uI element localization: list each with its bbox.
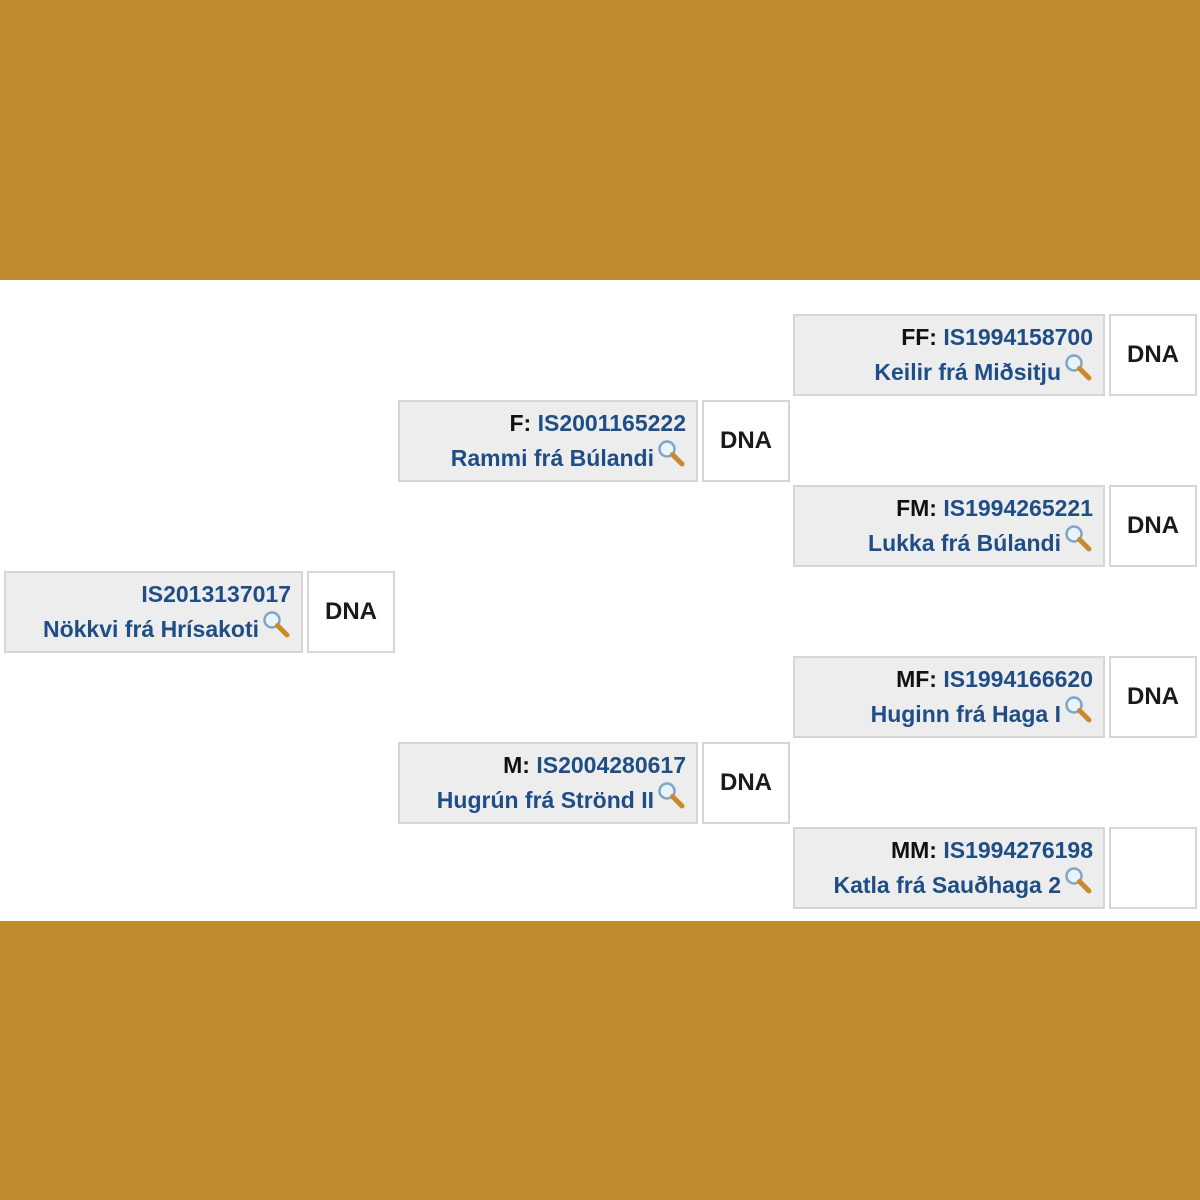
dna-badge: DNA bbox=[702, 742, 790, 824]
registration-link[interactable]: IS2004280617 bbox=[536, 752, 686, 778]
registration-link[interactable]: IS1994276198 bbox=[943, 837, 1093, 863]
horse-card-mm: MM: IS1994276198 Katla frá Sauðhaga 2 bbox=[793, 827, 1105, 909]
top-banner bbox=[0, 0, 1200, 280]
relation-label: FF: bbox=[901, 324, 937, 350]
magnifier-icon[interactable] bbox=[1063, 694, 1093, 724]
horse-name-link[interactable]: Lukka frá Búlandi bbox=[868, 530, 1061, 556]
dna-badge: DNA bbox=[307, 571, 395, 653]
horse-card-dam: M: IS2004280617 Hugrún frá Strönd II bbox=[398, 742, 698, 824]
horse-name-link[interactable]: Nökkvi frá Hrísakoti bbox=[42, 616, 259, 642]
dna-badge-empty bbox=[1109, 827, 1197, 909]
magnifier-icon[interactable] bbox=[656, 780, 686, 810]
magnifier-icon[interactable] bbox=[1063, 865, 1093, 895]
horse-card-mf: MF: IS1994166620 Huginn frá Haga I bbox=[793, 656, 1105, 738]
horse-card-ff: FF: IS1994158700 Keilir frá Miðsitju bbox=[793, 314, 1105, 396]
horse-name-link[interactable]: Huginn frá Haga I bbox=[870, 701, 1061, 727]
magnifier-icon[interactable] bbox=[261, 609, 291, 639]
relation-label: MM: bbox=[890, 837, 937, 863]
magnifier-icon[interactable] bbox=[1063, 523, 1093, 553]
horse-card-sire: F: IS2001165222 Rammi frá Búlandi bbox=[398, 400, 698, 482]
pedigree-tree: IS2013137017 Nökkvi frá Hrísakoti DNA F:… bbox=[0, 280, 1200, 921]
dna-badge: DNA bbox=[1109, 656, 1197, 738]
dna-badge: DNA bbox=[1109, 485, 1197, 567]
registration-link[interactable]: IS1994166620 bbox=[943, 666, 1093, 692]
registration-link[interactable]: IS1994158700 bbox=[943, 324, 1093, 350]
horse-name-link[interactable]: Hugrún frá Strönd II bbox=[436, 787, 654, 813]
dna-badge: DNA bbox=[1109, 314, 1197, 396]
horse-name-link[interactable]: Keilir frá Miðsitju bbox=[874, 359, 1061, 385]
bottom-banner bbox=[0, 921, 1200, 1200]
relation-label: M: bbox=[503, 752, 530, 778]
magnifier-icon[interactable] bbox=[656, 438, 686, 468]
registration-link[interactable]: IS1994265221 bbox=[943, 495, 1093, 521]
relation-label: FM: bbox=[896, 495, 937, 521]
magnifier-icon[interactable] bbox=[1063, 352, 1093, 382]
relation-label: MF: bbox=[896, 666, 937, 692]
registration-link[interactable]: IS2013137017 bbox=[141, 581, 291, 607]
relation-label: F: bbox=[509, 410, 532, 436]
horse-card-subject: IS2013137017 Nökkvi frá Hrísakoti bbox=[4, 571, 303, 653]
horse-name-link[interactable]: Katla frá Sauðhaga 2 bbox=[833, 872, 1061, 898]
dna-badge: DNA bbox=[702, 400, 790, 482]
registration-link[interactable]: IS2001165222 bbox=[537, 410, 686, 436]
horse-name-link[interactable]: Rammi frá Búlandi bbox=[450, 445, 654, 471]
horse-card-fm: FM: IS1994265221 Lukka frá Búlandi bbox=[793, 485, 1105, 567]
